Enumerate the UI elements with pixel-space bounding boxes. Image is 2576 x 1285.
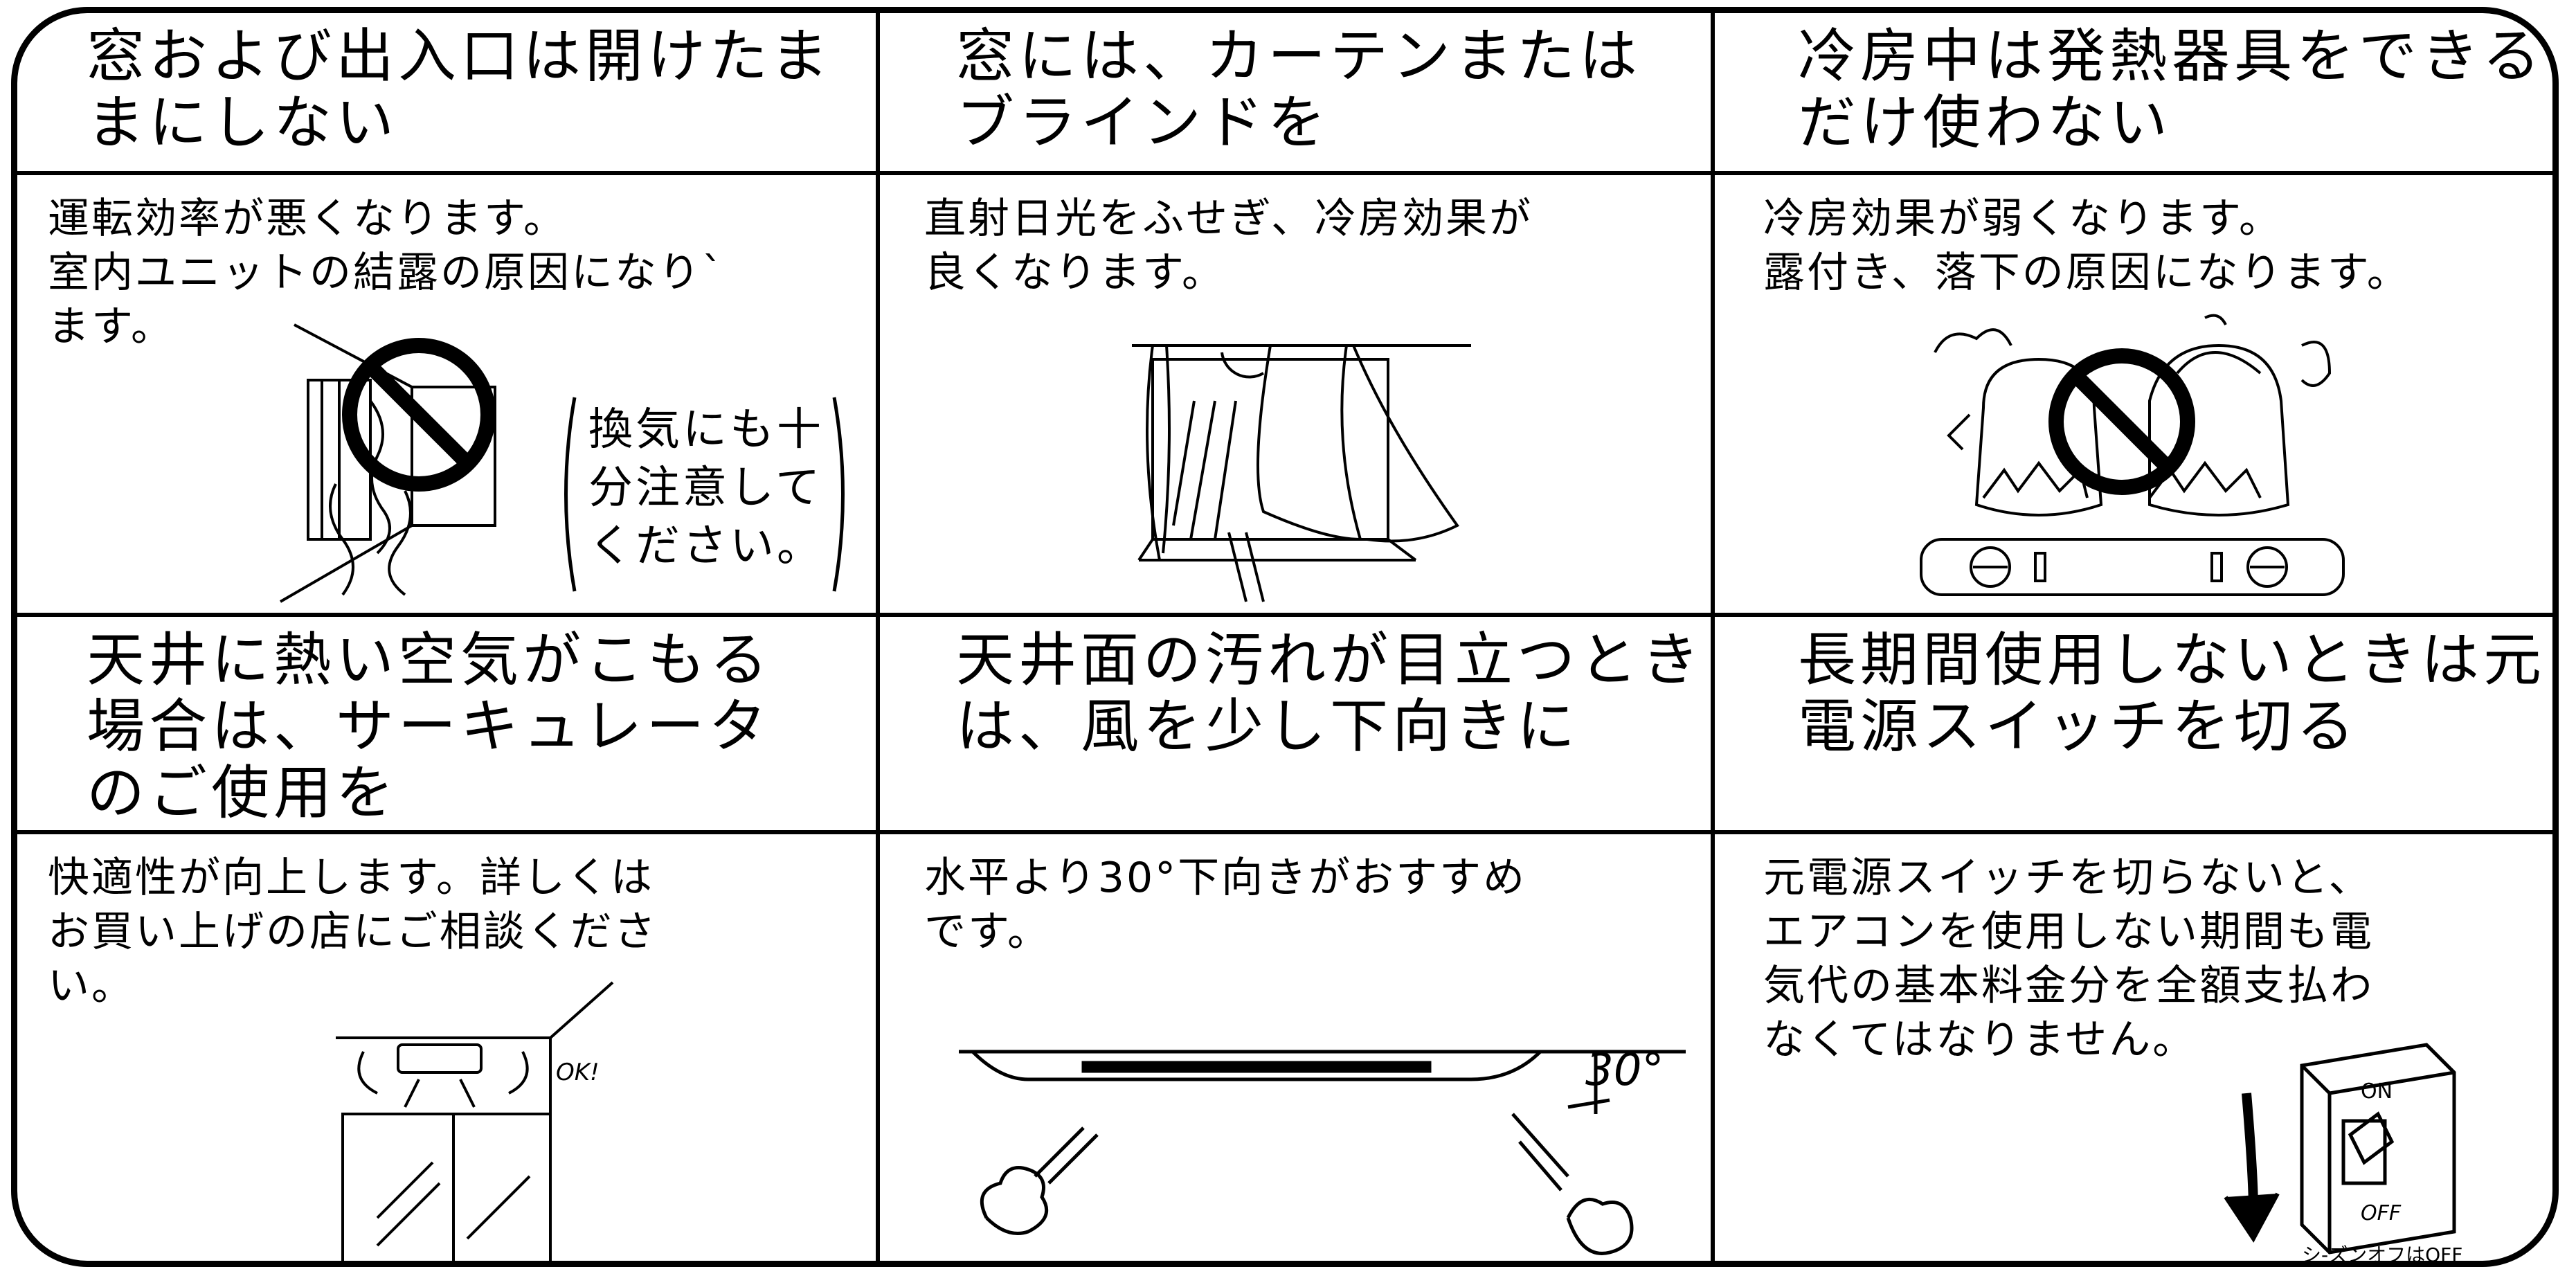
body-main-switch: 元電源スイッチを切らないと、 エアコンを使用しない期間も電 気代の基本料金分を全… — [1763, 854, 2374, 1064]
power-switch-illustration — [2219, 1038, 2510, 1261]
airflow-angle-illustration — [945, 1038, 1693, 1259]
body-circulator: 快適性が向上します。詳しくは お買い上げの店にご相談くださ い。 — [48, 854, 658, 1010]
switch-on-label: ON — [2361, 1079, 2393, 1104]
header-curtains: 窓には、カーテンまたは ブラインドを — [956, 22, 1642, 156]
header-keep-windows-closed: 窓および出入口は開けたま まにしない — [87, 22, 833, 156]
ventilation-note: 換気にも十 分注意して ください。 — [564, 397, 845, 592]
kettle-stove-prohibited-illustration — [1914, 304, 2357, 609]
divider-horizontal-2 — [17, 613, 2552, 617]
body-airflow-down: 水平より30°下向きがおすすめ です。 — [924, 854, 1527, 956]
divider-horizontal-3 — [17, 830, 2552, 834]
body-heat-appliances: 冷房効果が弱くなります。 露付き、落下の原因になります。 — [1763, 195, 2411, 297]
angle-label: 30° — [1585, 1045, 1664, 1096]
header-circulator: 天井に熱い空気がこもる 場合は、サーキュレータ のご使用を — [87, 626, 773, 827]
switch-off-label: OFF — [2361, 1201, 2402, 1225]
header-airflow-down: 天井面の汚れが目立つとき は、風を少し下向きに — [956, 626, 1704, 760]
curtain-window-illustration — [1125, 332, 1485, 609]
info-table: 窓および出入口は開けたま まにしない 窓には、カーテンまたは ブラインドを 冷房… — [11, 7, 2559, 1267]
header-main-switch: 長期間使用しないときは元 電源スイッチを切る — [1798, 626, 2546, 760]
body-keep-windows-closed: 運転効率が悪くなります。 室内ユニットの結露の原因になり` ます。 — [48, 195, 725, 351]
divider-horizontal-1 — [17, 171, 2552, 175]
header-heat-appliances: 冷房中は発熱器具をできる だけ使わない — [1798, 22, 2545, 156]
open-window-prohibited-illustration — [273, 318, 564, 609]
season-off-label: シ-ズンオフはOFF — [2302, 1243, 2463, 1266]
divider-vertical-2 — [1711, 13, 1715, 1261]
body-curtains: 直射日光をふせぎ、冷房効果が 良くなります。 — [924, 195, 1533, 297]
divider-vertical-1 — [876, 13, 880, 1261]
ok-label: OK! — [556, 1059, 600, 1086]
circulator-room-illustration — [322, 981, 627, 1261]
